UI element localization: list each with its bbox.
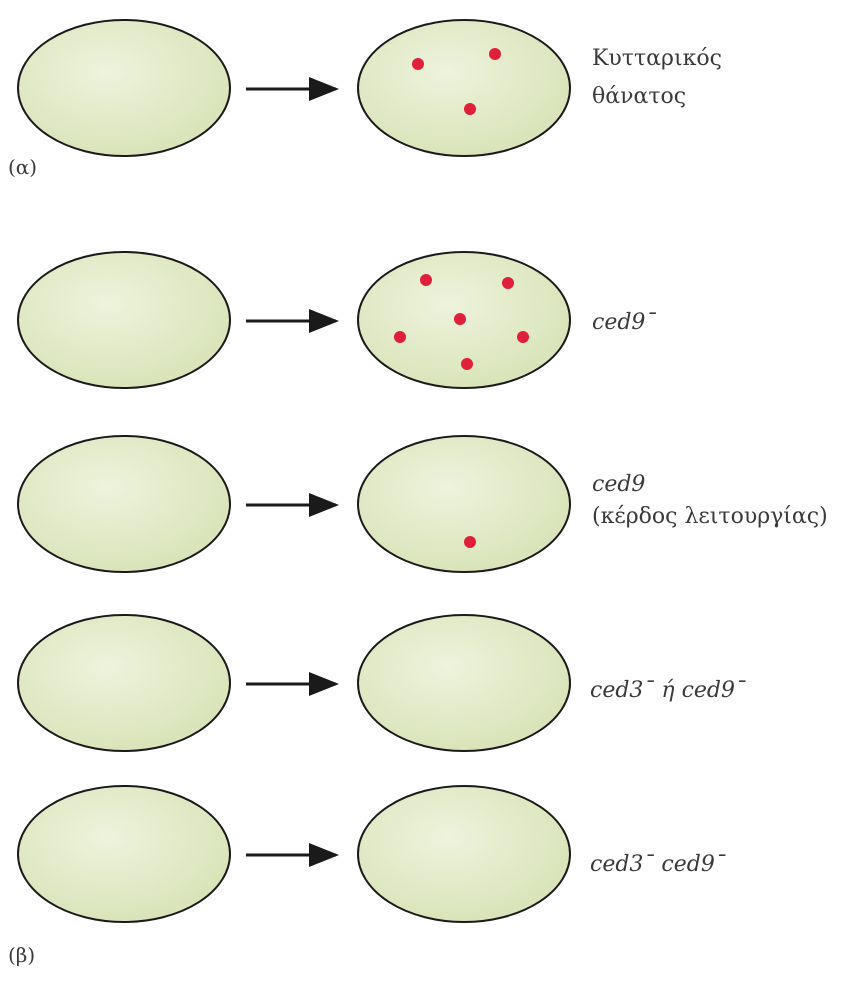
row-a-label-line-1: Κυτταρικός <box>592 46 722 71</box>
row-2-apoptotic-dot-4 <box>394 331 406 343</box>
row-1-apoptotic-dot-3 <box>464 103 476 115</box>
row-5-right-cell <box>357 785 571 923</box>
row-1-apoptotic-dot-1 <box>412 58 424 70</box>
part-b-label: (β) <box>8 943 36 967</box>
row-b2-label-line-2: (κέρδος λειτουργίας) <box>592 504 828 529</box>
row-2-apoptotic-dot-5 <box>517 331 529 343</box>
row-a-label-line-2: θάνατος <box>592 84 687 109</box>
row-1-left-cell <box>17 19 231 157</box>
row-b1-label: ced9¯ <box>592 310 657 335</box>
row-4-left-cell <box>17 614 231 752</box>
row-b4-label: ced3¯ ced9¯ <box>590 852 726 877</box>
row-2-apoptotic-dot-3 <box>454 313 466 325</box>
row-2-apoptotic-dot-1 <box>420 274 432 286</box>
part-a-label: (α) <box>8 155 38 179</box>
row-b3-label: ced3¯ ή ced9¯ <box>590 678 747 703</box>
row-2-apoptotic-dot-6 <box>461 358 473 370</box>
row-1-right-cell <box>357 19 571 157</box>
row-3-right-cell <box>357 435 571 573</box>
row-3-apoptotic-dot-1 <box>464 536 476 548</box>
row-b2-label-line-1: ced9 <box>592 472 646 497</box>
cells-layer <box>17 19 571 923</box>
row-3-left-cell <box>17 435 231 573</box>
row-4-right-cell <box>357 614 571 752</box>
row-2-left-cell <box>17 251 231 389</box>
row-5-left-cell <box>17 785 231 923</box>
row-1-apoptotic-dot-2 <box>489 48 501 60</box>
row-2-apoptotic-dot-2 <box>502 277 514 289</box>
